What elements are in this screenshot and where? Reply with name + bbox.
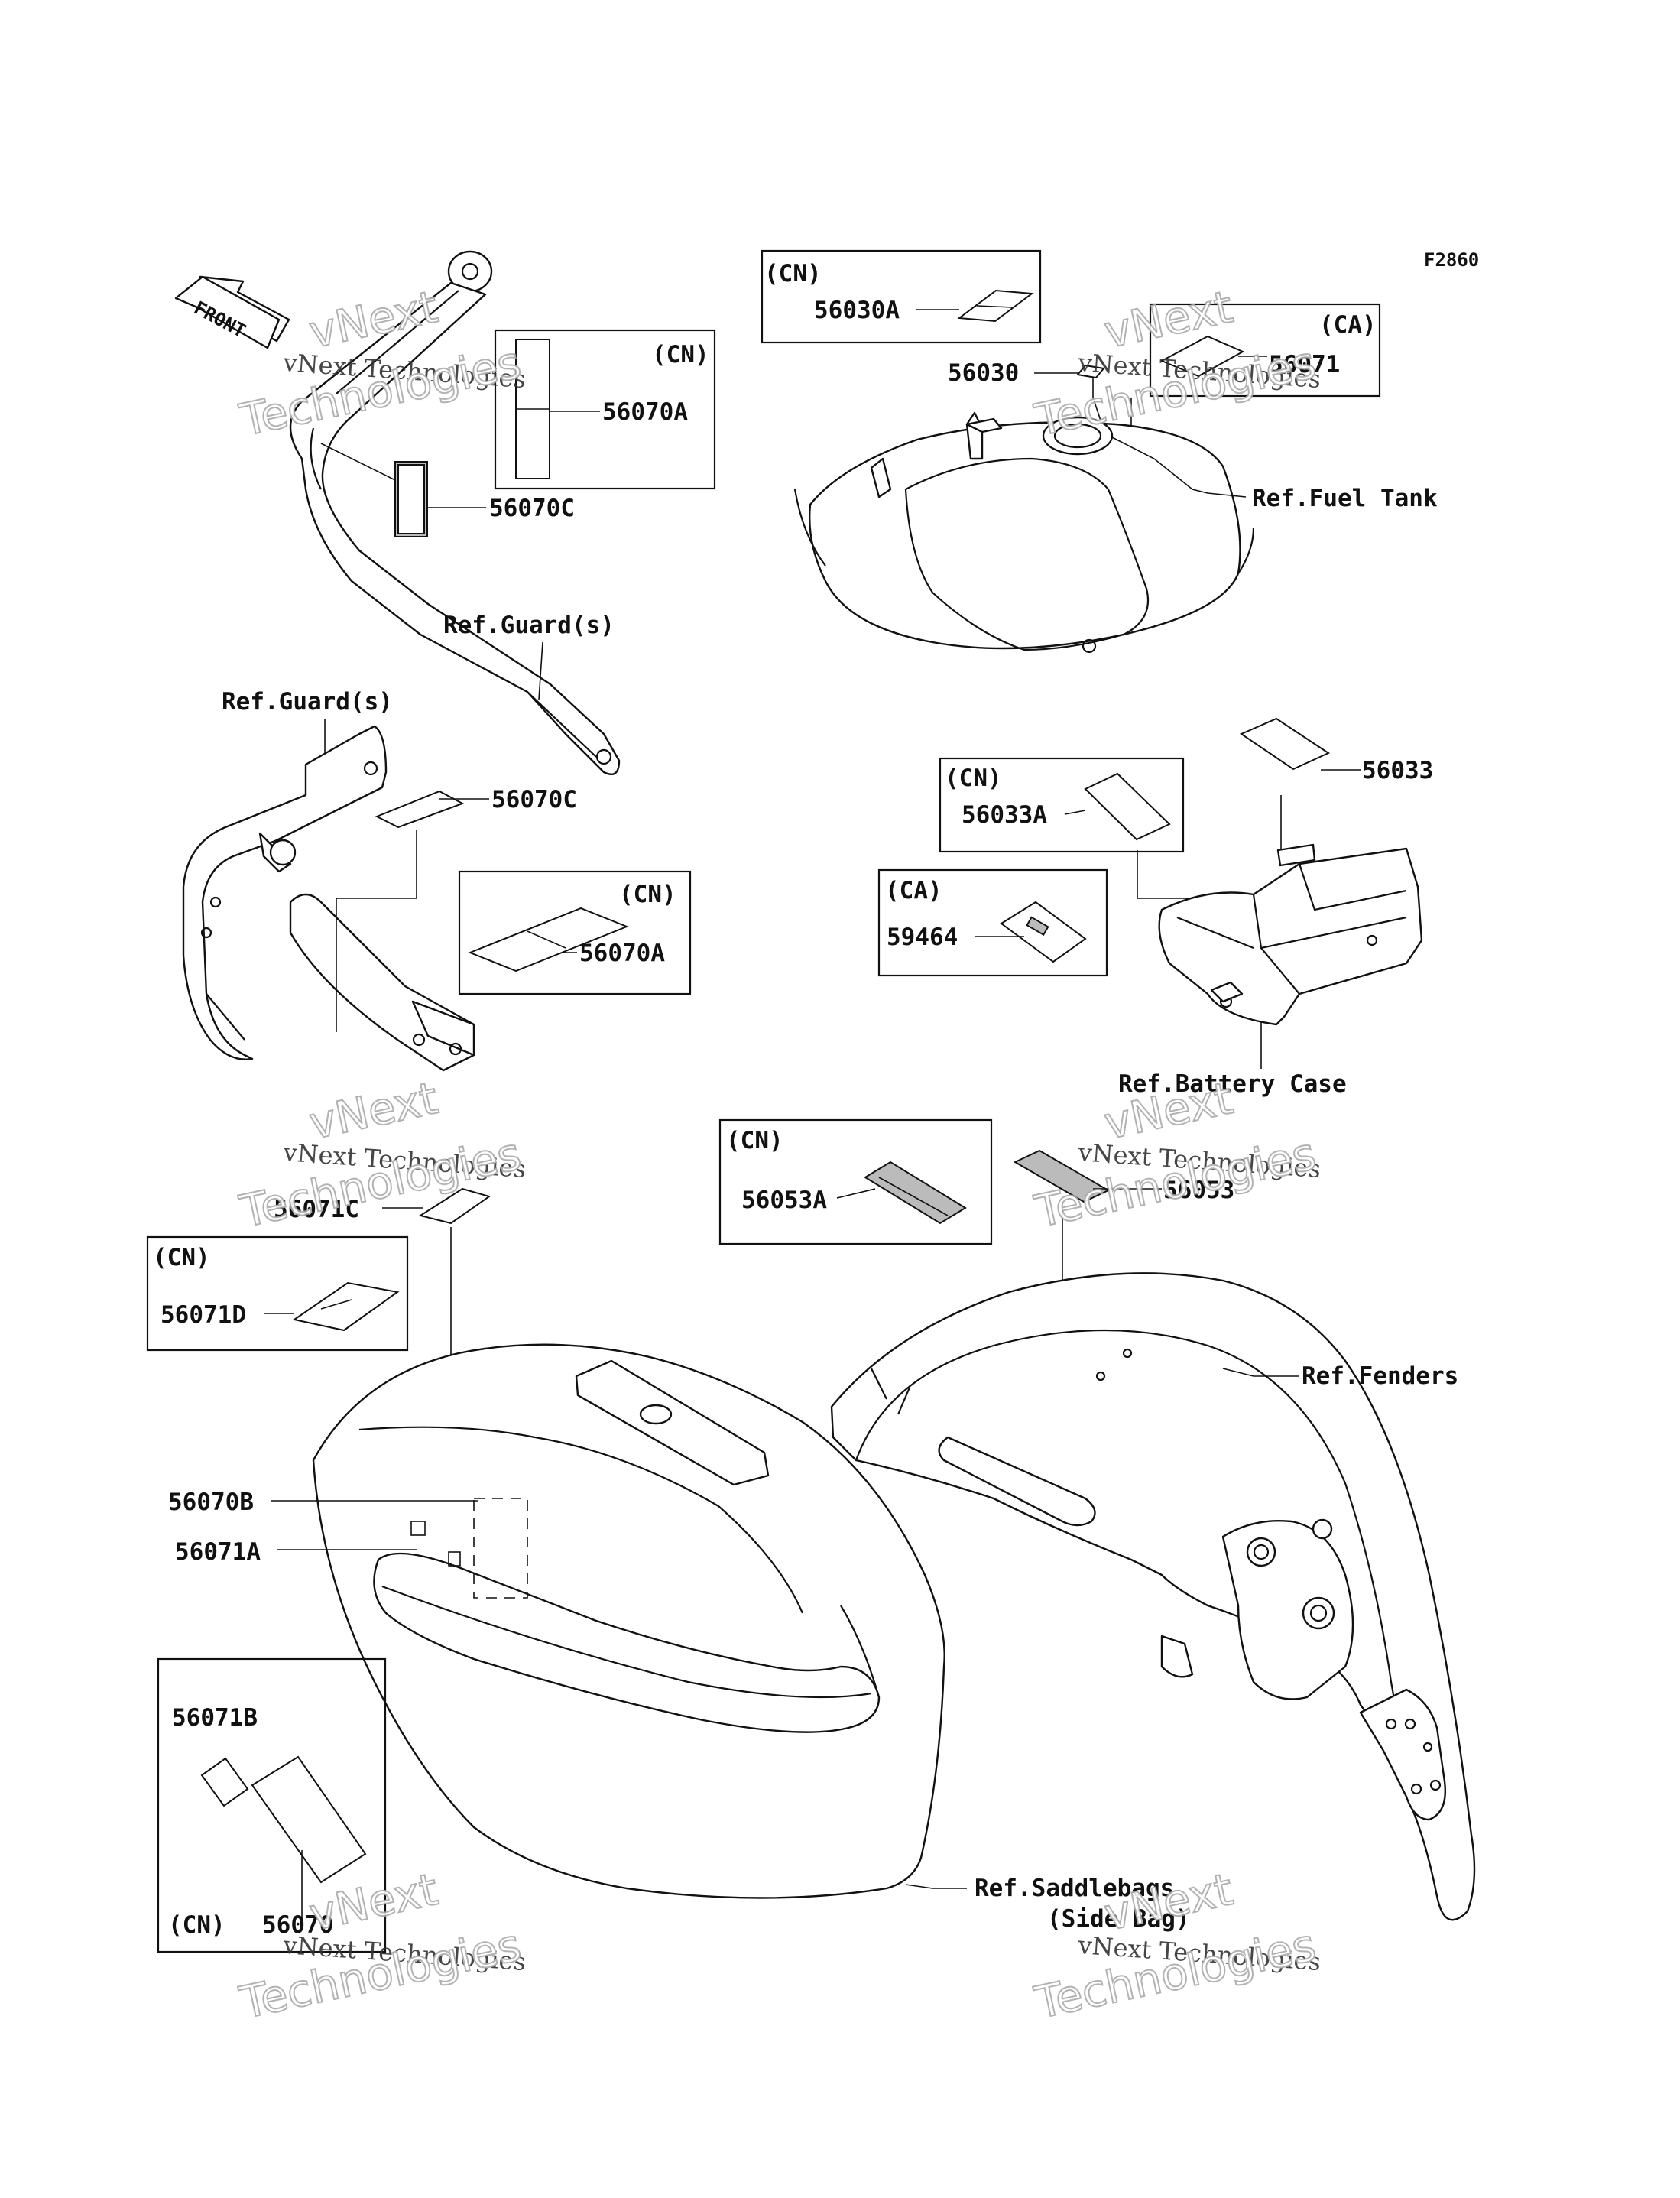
saddlebag-drawing — [312, 1343, 945, 1899]
callout-box-59464 — [877, 868, 1108, 977]
decal-56071C — [418, 1187, 491, 1225]
label-56071A: 56071A — [175, 1538, 261, 1566]
watermark-top-left: vNext vNext Technologies Technologies — [235, 280, 527, 447]
decal-56033 — [1239, 717, 1331, 771]
lower-guard-drawing — [182, 725, 475, 1072]
label-ref-guard-upper: Ref.Guard(s) — [443, 612, 615, 639]
decal-56070A-mid — [468, 907, 629, 972]
label-56070C-upper: 56070C — [489, 495, 575, 522]
label-56033: 56033 — [1362, 757, 1433, 784]
label-56070A-mid: 56070A — [579, 940, 665, 967]
label-56030: 56030 — [948, 359, 1019, 387]
region-cn-56030A: (CN) — [764, 260, 822, 287]
region-ca-59464: (CA) — [885, 877, 942, 904]
label-59464: 59464 — [887, 924, 958, 951]
front-arrow-icon: FRONT — [174, 275, 290, 349]
upper-guard-drawing — [289, 250, 621, 776]
region-cn-56071D: (CN) — [153, 1244, 210, 1271]
region-cn-56070A-mid: (CN) — [619, 881, 676, 908]
decal-56071D — [292, 1281, 400, 1332]
label-56071C: 56071C — [274, 1196, 359, 1223]
region-cn-56071B: (CN) — [168, 1911, 225, 1939]
region-ca-56071: (CA) — [1319, 311, 1377, 339]
decal-56070 — [251, 1755, 367, 1884]
label-ref-fuel-tank: Ref.Fuel Tank — [1252, 485, 1438, 512]
callout-box-56030A — [761, 249, 1042, 344]
fender-drawing — [830, 1272, 1476, 1921]
decal-56030 — [1076, 364, 1105, 379]
label-56071D: 56071D — [161, 1301, 246, 1329]
label-ref-saddlebags: Ref.Saddlebags — [975, 1875, 1174, 1902]
svg-text:vNext: vNext — [305, 1072, 443, 1150]
label-56053: 56053 — [1163, 1177, 1234, 1204]
decal-56071 — [1159, 335, 1245, 378]
label-56030A: 56030A — [814, 297, 900, 324]
watermark-bottom-left: vNext vNext Technologies Technologies — [235, 1862, 527, 2030]
label-56033A: 56033A — [962, 801, 1047, 829]
label-56070C-mid: 56070C — [491, 786, 577, 813]
svg-text:Technologies: Technologies — [1030, 1919, 1321, 2029]
region-cn-56053A: (CN) — [726, 1127, 783, 1154]
label-ref-fenders: Ref.Fenders — [1302, 1362, 1458, 1390]
decal-56071B — [200, 1757, 249, 1807]
callout-box-56071B — [157, 1657, 387, 1953]
label-56070A-top: 56070A — [602, 398, 688, 426]
svg-text:Technologies: Technologies — [1030, 336, 1321, 446]
region-cn-56033A: (CN) — [945, 765, 1002, 792]
label-56071B: 56071B — [172, 1704, 258, 1732]
decal-56070C-mid — [375, 790, 465, 829]
label-ref-guard-lower: Ref.Guard(s) — [222, 688, 393, 716]
decal-56030A — [957, 289, 1034, 323]
callout-box-56053A — [718, 1118, 993, 1245]
label-56070B: 56070B — [168, 1489, 254, 1516]
callout-box-56033A — [939, 757, 1185, 853]
fuel-tank-drawing — [793, 411, 1255, 654]
label-56070: 56070 — [262, 1911, 333, 1939]
figure-code: F2860 — [1424, 249, 1479, 271]
watermark-mid-left: vNext vNext Technologies Technologies — [235, 1071, 527, 1239]
callout-box-56071D — [146, 1235, 409, 1352]
decal-56053 — [1013, 1149, 1111, 1203]
label-side-bag: (Side Bag) — [1047, 1905, 1190, 1933]
decal-56033A — [1084, 772, 1171, 841]
callout-box-56070A-mid — [458, 870, 692, 995]
label-56071: 56071 — [1269, 351, 1340, 378]
label-ref-battery-case: Ref.Battery Case — [1118, 1070, 1347, 1098]
watermark-top-right: vNext vNext Technologies Technologies — [1030, 280, 1322, 447]
region-cn-56070A-top: (CN) — [652, 341, 709, 368]
callout-box-56070A-top — [494, 329, 716, 490]
label-56053A: 56053A — [741, 1187, 827, 1214]
decal-56053A — [864, 1161, 967, 1225]
battery-case-drawing — [1158, 843, 1423, 1026]
callout-box-56071 — [1149, 303, 1381, 398]
